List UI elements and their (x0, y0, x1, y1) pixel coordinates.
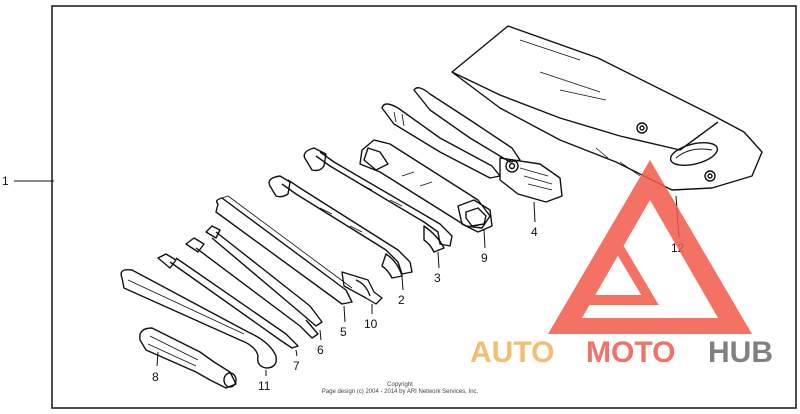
leader-line-7 (295, 349, 298, 357)
callout-4: 4 (531, 225, 538, 239)
callout-8: 8 (152, 370, 159, 384)
watermark-text-hub: HUB (708, 336, 773, 369)
leader-line-4 (533, 201, 536, 223)
copyright-line-2: Page design (c) 2004 - 2014 by ARI Netwo… (322, 389, 479, 395)
callout-10: 10 (364, 317, 378, 331)
leader-line-9 (483, 229, 486, 249)
diagram-frame (51, 5, 797, 409)
pliers (381, 87, 563, 203)
open-end-wrench-medium (268, 175, 413, 279)
leader-line-8 (156, 351, 159, 367)
callout-1: 1 (2, 174, 9, 188)
leader-line-5 (343, 305, 346, 323)
callout-9: 9 (481, 251, 488, 265)
watermark-triangle-icon (548, 160, 752, 334)
watermark-text-auto: AUTO (470, 336, 554, 369)
leader-line-3 (437, 251, 440, 269)
leader-line-2 (401, 275, 404, 291)
screwdriver-bit-phillips (185, 225, 323, 339)
watermark-inner-triangle-icon (565, 226, 659, 305)
screwdriver-grip (139, 327, 237, 389)
leader-line-6 (319, 329, 322, 341)
screwdriver-handle-bar (215, 195, 353, 305)
callout-5: 5 (340, 325, 347, 339)
watermark-text-moto: MOTO (586, 336, 675, 369)
callout-6: 6 (317, 343, 324, 357)
tool-bag (451, 25, 763, 191)
open-end-wrench-large (303, 147, 453, 253)
callout-3: 3 (434, 271, 441, 285)
watermark-logo: AUTO MOTO HUB (470, 160, 773, 369)
small-wrench (341, 271, 383, 305)
callout-11: 11 (258, 379, 271, 393)
callout-7: 7 (293, 359, 300, 373)
hook-spanner (120, 268, 277, 369)
box-wrench (359, 139, 493, 233)
copyright-line-1: Copyright (387, 382, 413, 388)
callout-2: 2 (398, 293, 405, 307)
screwdriver-bit-flat (157, 253, 299, 349)
